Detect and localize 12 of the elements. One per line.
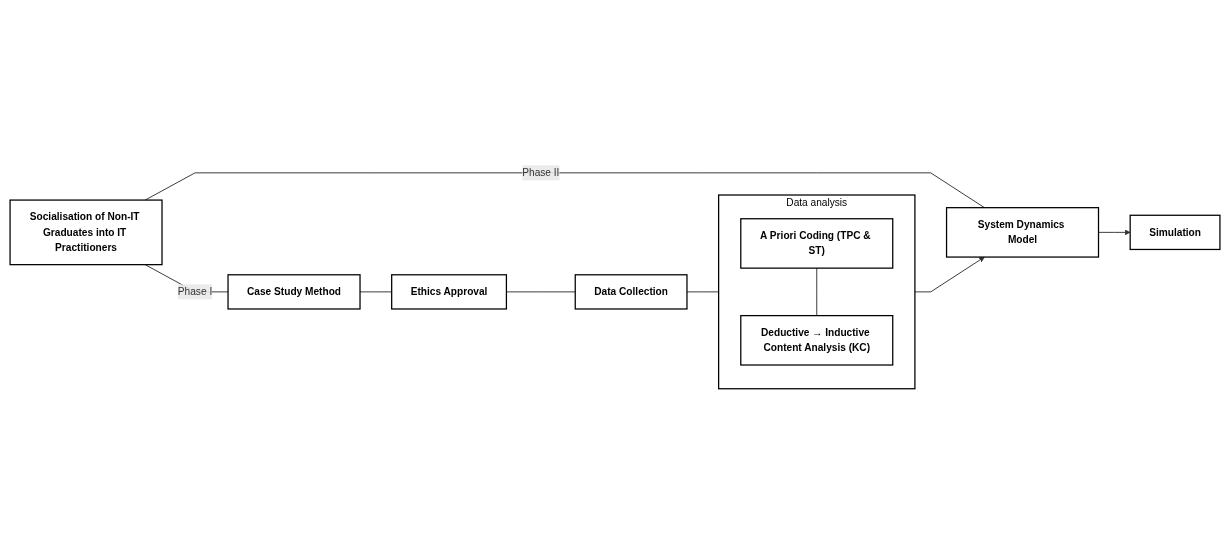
connector [816,267,818,317]
node-box: Socialisation of Non-IT Graduates into IT Practitioners [9,199,163,266]
node-box: A Priori Coding (TPC & ST) [740,218,894,269]
node-box: Simulation [1129,214,1221,251]
node-box: System Dynamics Model [945,207,1100,258]
connector [144,172,985,209]
node-box: Data Collection [574,274,688,310]
node-box: Ethics Approval [391,274,508,310]
node-box: Deductive → Inductive Content Analysis (KC) [740,315,894,366]
edge-label: Phase I [177,286,213,297]
node-box: Case Study Method [227,274,361,310]
edge-label: Phase II [522,167,560,178]
